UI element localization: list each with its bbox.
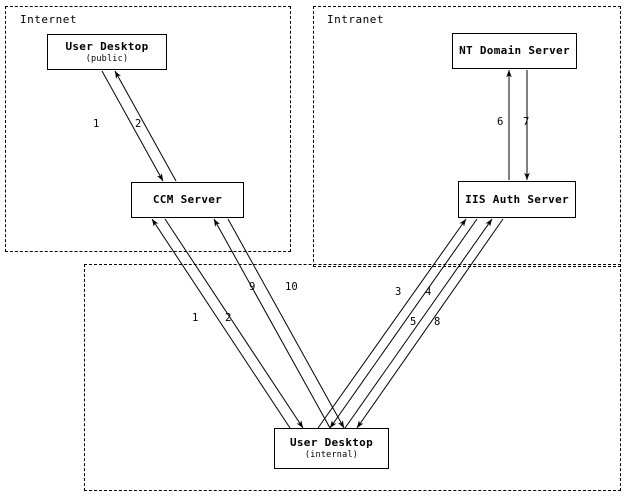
line-flow-3-internal-to-iis bbox=[317, 218, 467, 429]
node-title: NT Domain Server bbox=[459, 44, 570, 58]
flow-label-3: 3 bbox=[395, 286, 402, 298]
node-subtitle: (internal) bbox=[304, 450, 359, 461]
node-nt-domain-server[interactable]: NT Domain Server bbox=[452, 33, 577, 69]
line-flow-9-internal-to-ccm bbox=[213, 218, 331, 429]
line-flow-1-internal-to-ccm bbox=[151, 218, 291, 429]
flow-label-1-bottom: 1 bbox=[192, 312, 199, 324]
node-title: User Desktop bbox=[65, 39, 149, 53]
line-flow-5-internal-to-iis bbox=[344, 218, 493, 429]
flow-label-9: 9 bbox=[249, 281, 256, 293]
line-flow-10-ccm-to-internal bbox=[227, 218, 345, 429]
flow-label-2-top: 2 bbox=[135, 118, 142, 130]
node-subtitle: (public) bbox=[85, 53, 129, 64]
zone-internal-network bbox=[84, 264, 621, 491]
flow-label-7: 7 bbox=[523, 116, 530, 128]
line-flow-1-public-to-ccm bbox=[101, 70, 164, 182]
node-title: CCM Server bbox=[152, 193, 223, 207]
node-ccm-server[interactable]: CCM Server bbox=[131, 182, 244, 218]
zone-label-intranet: Intranet bbox=[327, 13, 384, 26]
line-flow-2-ccm-to-internal bbox=[164, 218, 304, 429]
flow-label-1-top: 1 bbox=[93, 118, 100, 130]
line-flow-4-iis-to-internal bbox=[329, 218, 478, 429]
node-user-desktop-internal[interactable]: User Desktop (internal) bbox=[274, 428, 389, 469]
node-iis-auth-server[interactable]: IIS Auth Server bbox=[458, 181, 576, 218]
flow-label-10: 10 bbox=[285, 281, 298, 293]
flow-label-2-bottom: 2 bbox=[225, 312, 232, 324]
flow-label-4: 4 bbox=[425, 286, 432, 298]
flow-label-8: 8 bbox=[434, 316, 441, 328]
zone-internet bbox=[5, 6, 291, 252]
flow-label-5: 5 bbox=[410, 316, 417, 328]
zone-intranet bbox=[313, 6, 621, 267]
flow-label-6: 6 bbox=[497, 116, 504, 128]
node-user-desktop-public[interactable]: User Desktop (public) bbox=[47, 34, 167, 70]
node-title: User Desktop bbox=[289, 436, 374, 450]
line-flow-8-iis-to-internal bbox=[356, 218, 504, 429]
zone-label-internet: Internet bbox=[20, 13, 77, 26]
line-flow-2-ccm-to-public bbox=[114, 70, 177, 182]
node-title: IIS Auth Server bbox=[465, 192, 569, 206]
